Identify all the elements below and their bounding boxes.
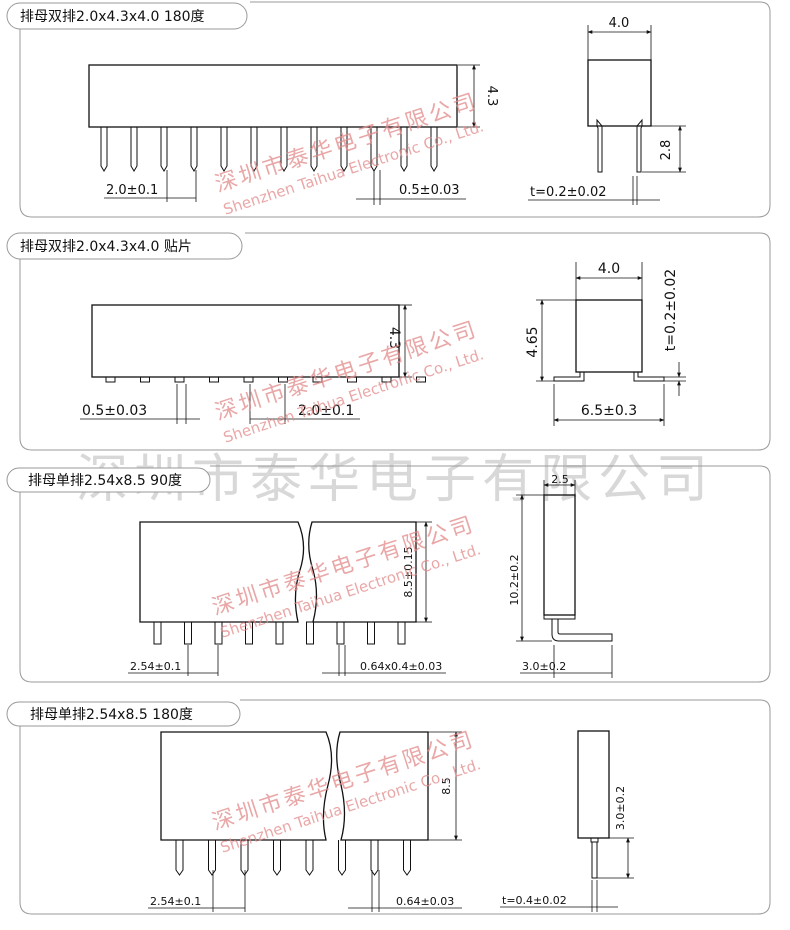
panel-title: 排母双排2.0x4.3x4.0 贴片 [20, 239, 192, 255]
side-pin [591, 841, 598, 879]
pin-dim: 0.5±0.03 [399, 183, 460, 198]
connector-body-left [139, 521, 305, 623]
pin [275, 621, 284, 645]
pin-dim: 0.64±0.03 [396, 895, 454, 908]
panel-title: 排母单排2.54x8.5 90度 [28, 473, 182, 489]
thickness-dim: t=0.2±0.02 [530, 185, 607, 200]
pin [190, 127, 198, 172]
pitch-dim: 2.0±0.1 [106, 183, 158, 198]
pin [220, 127, 228, 172]
pin [175, 840, 184, 876]
pin-length-dim: 3.0±0.2 [614, 786, 627, 830]
panel-title-pill [6, 2, 248, 30]
panel-title: 排母双排2.0x4.3x4.0 180度 [20, 9, 205, 25]
pin-row [175, 840, 411, 876]
side-height-dim: 10.2±0.2 [508, 554, 521, 605]
panel-4: 排母单排2.54x8.5 180度 8.5 2.54±0.1 0.64±0.03… [6, 699, 771, 915]
pad [243, 376, 254, 383]
height-dim: 4.3 [484, 86, 499, 107]
connector-body [88, 64, 458, 128]
side-body [543, 494, 576, 616]
pitch-dim: 2.54±0.1 [150, 895, 201, 908]
pitch-dim: 2.54±0.1 [130, 660, 181, 673]
pad [278, 376, 288, 383]
pin [208, 840, 216, 876]
panel-title-pill [6, 232, 243, 260]
pin-dim: 0.64x0.4±0.03 [360, 660, 442, 673]
pin [273, 840, 281, 876]
pin [397, 621, 406, 645]
pin-row [153, 621, 406, 645]
pin [340, 127, 348, 172]
pad [105, 376, 116, 383]
height-dim: 4.3 [386, 327, 402, 349]
panel-2: 排母双排2.0x4.3x4.0 贴片 4.3 0.5±0.03 2.0±0.1 … [6, 232, 771, 451]
side-height-dim: 4.65 [525, 326, 541, 357]
panel-title-pill [6, 467, 211, 493]
pin [403, 840, 411, 876]
side-body [575, 299, 643, 373]
side-body [577, 730, 610, 839]
pad [312, 376, 323, 383]
pin [160, 127, 168, 172]
pin [250, 127, 258, 172]
pin-dim: 0.5±0.03 [82, 403, 147, 419]
pin [400, 127, 408, 172]
panel-1: 排母双排2.0x4.3x4.0 180度 4.3 2.0±0.1 0.5±0.0… [6, 1, 771, 219]
height-dim: 8.5 [440, 777, 453, 795]
pin [130, 127, 138, 172]
width-dim: 4.0 [609, 16, 630, 31]
thickness-dim: t=0.4±0.02 [502, 894, 567, 907]
pin [240, 840, 249, 876]
pad [416, 376, 426, 383]
thickness-dim: t=0.2±0.02 [663, 269, 679, 351]
pad [209, 376, 219, 383]
pad [174, 376, 185, 383]
foot-width-dim: 6.5±0.3 [581, 403, 637, 419]
pin [367, 621, 375, 645]
panel-title: 排母单排2.54x8.5 180度 [30, 707, 193, 723]
watermark-2: 深圳市泰华电子有限公司 Shenzhen Taihua Electronic C… [212, 317, 486, 447]
pin [100, 127, 108, 172]
pin [338, 840, 346, 876]
pin [280, 127, 288, 172]
pin [370, 840, 379, 876]
pin [153, 621, 162, 645]
side-body [587, 59, 652, 127]
width-dim: 2.5 [551, 473, 569, 486]
pin [305, 840, 314, 876]
pin-row [100, 127, 438, 172]
height-dim: 8.5±0.15 [402, 546, 415, 597]
pin [184, 621, 192, 645]
leg-dim: 3.0±0.2 [522, 660, 566, 673]
panel-title-pill [6, 701, 241, 727]
pad [140, 376, 150, 383]
connector-body-left [160, 731, 333, 841]
connector-body-right [336, 731, 429, 841]
pad [381, 376, 392, 383]
pad-row [105, 376, 426, 383]
pin [336, 621, 345, 645]
width-dim: 4.0 [598, 261, 620, 277]
pin [245, 621, 253, 645]
pin [310, 127, 318, 172]
pitch-dim: 2.0±0.1 [298, 403, 354, 419]
pin [306, 621, 314, 645]
pin [430, 127, 438, 172]
pad [347, 376, 357, 383]
pin-length-dim: 2.8 [659, 140, 674, 161]
pin [214, 621, 223, 645]
